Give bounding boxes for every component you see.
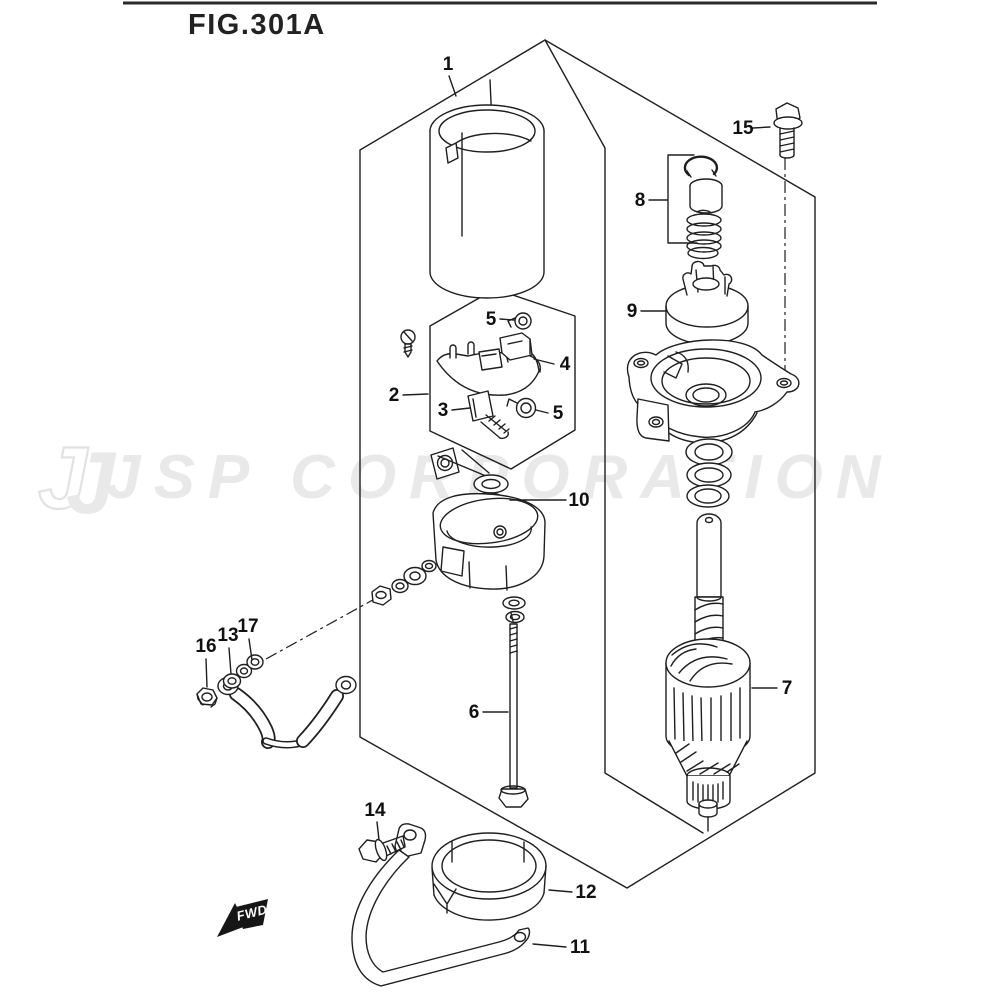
callouts: 1 2 3 4 5 5 6 7 8 9 10 11 12 13 14 15 16… [195,54,792,958]
svg-text:13: 13 [217,625,238,646]
armature [665,513,751,832]
fwd-arrow: FWD [217,899,269,937]
svg-text:1: 1 [443,54,454,75]
svg-text:2: 2 [389,385,400,406]
strap-11 [351,823,531,987]
pinion-gear [665,260,749,345]
svg-text:4: 4 [560,354,571,375]
svg-text:10: 10 [568,490,589,511]
front-bracket [626,339,800,444]
svg-text:12: 12 [575,882,596,903]
o-rings [685,438,733,508]
clamp-ring-12 [431,832,547,921]
callout-5b: 5 [535,403,564,424]
callout-15: 15 [732,118,771,139]
fwd-label: FWD [235,902,269,924]
svg-text:17: 17 [237,616,258,637]
flange-bolt-14 [358,835,406,863]
svg-text:7: 7 [782,678,793,699]
svg-text:15: 15 [732,118,754,139]
brush-holder-sub-outline [429,288,576,470]
callout-2: 2 [389,385,429,406]
terminal-centerline [265,595,381,660]
svg-text:6: 6 [469,702,480,723]
callout-9: 9 [627,301,667,322]
svg-text:9: 9 [627,301,638,322]
svg-text:8: 8 [635,190,646,211]
brush-holder-set [400,312,541,480]
lead-wire [217,675,357,749]
callout-5a: 5 [486,309,515,330]
watermark-logo-icon: J [66,433,117,532]
nut-and-washers [196,654,264,708]
assembly-outline [359,39,816,889]
callout-1: 1 [443,54,457,97]
callout-16: 16 [195,636,217,688]
svg-text:16: 16 [195,636,216,657]
svg-text:5: 5 [486,309,497,330]
callout-11: 11 [532,937,591,958]
callout-7: 7 [751,678,793,699]
figure-title: FIG.301A [188,9,326,41]
callout-17: 17 [237,616,259,661]
through-bolt-6 [498,596,529,808]
snap-ring-stopper-spring [683,155,723,260]
end-cap [371,492,546,606]
svg-text:3: 3 [438,400,449,421]
svg-text:11: 11 [570,937,591,958]
callout-4: 4 [533,354,571,375]
svg-text:14: 14 [364,800,386,821]
starter-housing [429,79,545,299]
callout-3: 3 [438,400,471,421]
callout-14: 14 [364,800,386,841]
svg-text:5: 5 [553,403,564,424]
callout-13: 13 [217,625,239,675]
callout-10: 10 [509,490,590,511]
flange-bolt-15 [773,102,803,159]
watermark-logo-icon: J [38,428,89,527]
callout-8: 8 [635,154,698,244]
callout-12: 12 [548,882,597,903]
callout-6: 6 [469,702,509,723]
